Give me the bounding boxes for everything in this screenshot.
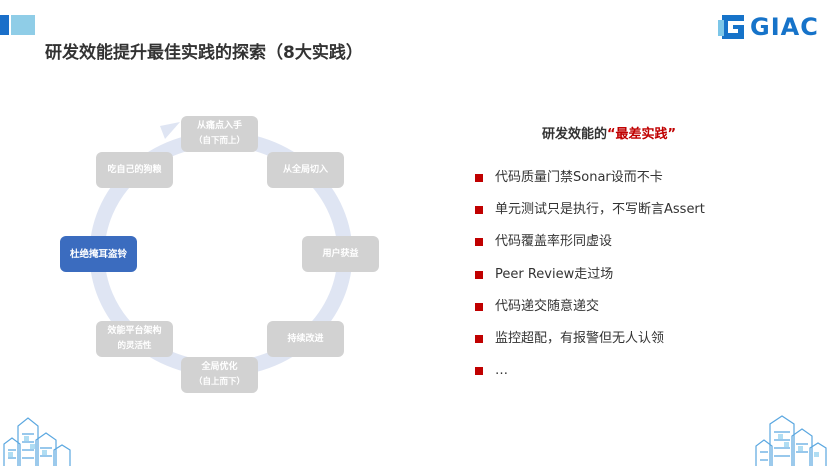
cycle-node-global-entry: 从全局切入 xyxy=(267,152,344,188)
slide-title: 研发效能提升最佳实践的探索（8大实践） xyxy=(45,43,363,63)
node-label: 持续改进 xyxy=(287,333,324,344)
node-sublabel: （自下而上） xyxy=(193,136,245,146)
cycle-node-user-benefit: 用户获益 xyxy=(302,236,379,272)
square-bullet-icon xyxy=(475,270,483,279)
cycle-node-pain-points: 从痛点入手 （自下而上） xyxy=(181,116,258,152)
list-item: 代码覆盖率形同虚设 xyxy=(472,232,705,264)
node-label: 用户获益 xyxy=(322,248,359,259)
square-bullet-icon xyxy=(475,334,483,343)
list-item-text: 代码覆盖率形同虚设 xyxy=(495,234,613,250)
worst-practices-list: 代码质量门禁Sonar设而不卡 单元测试只是执行，不写断言Assert 代码覆盖… xyxy=(472,168,705,393)
list-item-text: … xyxy=(495,363,508,379)
square-bullet-icon xyxy=(475,206,483,215)
list-item-text: 监控超配，有报警但无人认领 xyxy=(495,330,665,346)
square-bullet-icon xyxy=(475,302,483,311)
list-item: 监控超配，有报警但无人认领 xyxy=(472,329,705,361)
node-label: 全局优化 xyxy=(201,362,238,372)
node-label: 从全局切入 xyxy=(282,164,328,175)
corner-accent-dark xyxy=(0,15,9,35)
square-bullet-icon xyxy=(475,174,483,182)
corner-accent-light xyxy=(11,15,35,35)
square-bullet-icon xyxy=(475,367,483,376)
list-item: 代码质量门禁Sonar设而不卡 xyxy=(472,168,705,200)
skyline-right-icon xyxy=(755,415,827,466)
giac-logo: GIAC xyxy=(718,12,826,42)
list-item-text: Peer Review走过场 xyxy=(495,266,614,282)
list-item: Peer Review走过场 xyxy=(472,265,705,297)
cycle-node-continuous-improve: 持续改进 xyxy=(267,321,344,357)
node-sublabel: （自上而下） xyxy=(193,377,245,387)
node-label: 吃自己的狗粮 xyxy=(107,164,162,175)
subtitle-prefix: 研发效能的 xyxy=(542,127,608,142)
list-item-text: 单元测试只是执行，不写断言Assert xyxy=(495,202,705,218)
list-item: 代码递交随意递交 xyxy=(472,297,705,329)
list-item: … xyxy=(472,361,705,393)
logo-text: GIAC xyxy=(750,13,819,41)
cycle-node-platform-flexibility: 效能平台架构 的灵活性 xyxy=(96,321,173,357)
logo-mark-icon xyxy=(718,15,744,39)
node-label: 从痛点入手 xyxy=(196,121,242,131)
list-item: 单元测试只是执行，不写断言Assert xyxy=(472,200,705,232)
cycle-node-dogfooding: 吃自己的狗粮 xyxy=(96,152,173,188)
node-label: 杜绝掩耳盗铃 xyxy=(69,248,127,260)
panel-subtitle: 研发效能的“最差实践” xyxy=(542,123,676,142)
list-item-text: 代码质量门禁Sonar设而不卡 xyxy=(495,170,663,185)
cycle-node-no-self-deception: 杜绝掩耳盗铃 xyxy=(60,236,137,272)
node-label: 效能平台架构 xyxy=(107,326,162,336)
skyline-left-icon xyxy=(3,417,71,466)
cycle-node-global-optimize: 全局优化 （自上而下） xyxy=(181,357,258,393)
cycle-arrowhead-icon xyxy=(160,122,180,139)
subtitle-highlight: “最差实践” xyxy=(607,127,677,142)
node-sublabel: 的灵活性 xyxy=(117,341,152,351)
list-item-text: 代码递交随意递交 xyxy=(495,298,600,314)
square-bullet-icon xyxy=(475,238,483,247)
